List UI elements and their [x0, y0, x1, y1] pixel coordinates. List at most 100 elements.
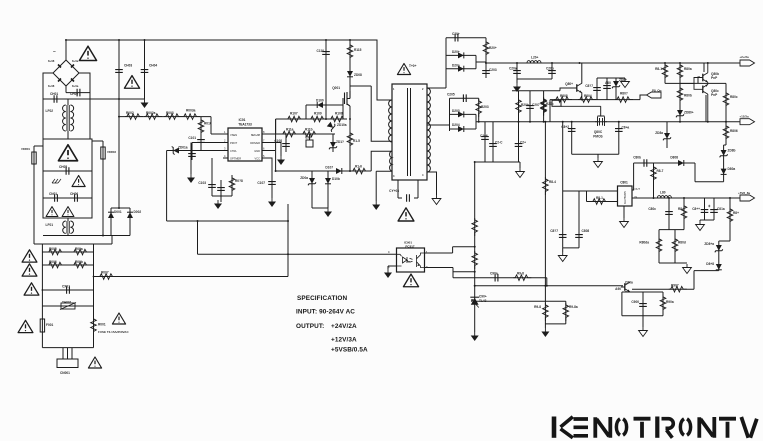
svg-text:R9-8: R9-8	[517, 272, 524, 276]
svg-text:PROT: PROT	[230, 141, 238, 145]
svg-text:CTRL: CTRL	[230, 149, 237, 153]
svg-text:3: 3	[224, 147, 226, 151]
svg-text:CN01: CN01	[49, 192, 57, 196]
svg-text:CH05: CH05	[59, 165, 67, 169]
svg-text:R8-l: R8-l	[678, 207, 684, 211]
svg-text:ZD08: ZD08	[354, 73, 362, 77]
svg-text:PC817: PC817	[405, 244, 415, 248]
svg-text:Q80+: Q80+	[565, 82, 573, 86]
svg-text:C20a: C20a	[509, 67, 517, 71]
svg-text:VDR01: VDR01	[21, 147, 30, 151]
svg-text:IN: IN	[635, 195, 638, 199]
svg-text:PMOS: PMOS	[593, 135, 602, 139]
svg-text:TH001: TH001	[62, 301, 72, 305]
svg-text:C103: C103	[198, 181, 206, 185]
svg-text:R80d: R80d	[678, 241, 686, 245]
svg-text:ZD8b: ZD8b	[728, 149, 736, 153]
svg-text:C801: C801	[620, 181, 628, 185]
svg-text:CH02: CH02	[70, 92, 78, 96]
svg-text:VCC: VCC	[255, 157, 261, 161]
svg-text:GND: GND	[254, 149, 260, 153]
svg-text:3: 3	[393, 174, 395, 178]
svg-text:A90: A90	[615, 287, 621, 291]
svg-text:R00a: R00a	[75, 247, 83, 251]
svg-text:ZD1?: ZD1?	[336, 140, 344, 144]
svg-text:R007: R007	[101, 271, 109, 275]
svg-text:R20b: R20b	[521, 103, 529, 107]
svg-text:R11b: R11b	[305, 128, 313, 132]
svg-text:IC901: IC901	[404, 241, 412, 245]
svg-text:R00b: R00b	[75, 260, 83, 264]
svg-text:ZD8a: ZD8a	[655, 131, 663, 135]
svg-text:C101: C101	[188, 136, 196, 140]
svg-text:R115: R115	[354, 48, 362, 52]
svg-text:D204: D204	[452, 123, 460, 127]
svg-text:R80c: R80c	[730, 95, 738, 99]
svg-text:D8+8: D8+8	[706, 262, 714, 266]
svg-text:Q001: Q001	[332, 86, 340, 90]
svg-text:P8_On: P8_On	[652, 89, 662, 93]
svg-text:C8+a: C8+a	[622, 126, 630, 130]
svg-text:C80b: C80b	[633, 156, 641, 160]
svg-text:R8-1: R8-1	[596, 196, 603, 200]
svg-text:Q80C: Q80C	[594, 130, 603, 134]
svg-text:CY+08: CY+08	[389, 189, 399, 193]
svg-text:T+0+: T+0+	[409, 64, 417, 68]
svg-text:R003: R003	[166, 111, 174, 115]
svg-text:R002: R002	[126, 111, 134, 115]
svg-text:R0?8: R0?8	[235, 179, 243, 183]
svg-text:C808: C808	[582, 229, 590, 233]
svg-text:Q80b: Q80b	[711, 72, 719, 76]
svg-text:PnP: PnP	[711, 93, 718, 97]
svg-text:PnP: PnP	[711, 76, 718, 80]
svg-text:Q90a: Q90a	[625, 281, 633, 285]
svg-text:R002a: R002a	[146, 111, 156, 115]
svg-text:D002: D002	[134, 210, 142, 214]
svg-text:CH01: CH01	[50, 92, 58, 96]
svg-text:4: 4	[422, 173, 424, 177]
svg-text:TEA1733: TEA1733	[238, 123, 252, 127]
svg-text:8+0a: 8+0a	[72, 59, 79, 63]
svg-text:VDR02: VDR02	[107, 150, 116, 154]
svg-text:R907: R907	[671, 284, 679, 288]
svg-text:C900: C900	[631, 300, 639, 304]
svg-text:C203: C203	[489, 68, 497, 72]
svg-text:C207: C207	[532, 103, 540, 107]
svg-text:1: 1	[224, 130, 226, 134]
svg-text:CH04: CH04	[149, 64, 157, 68]
svg-text:DRIVER: DRIVER	[250, 141, 260, 145]
svg-text:D80a: D80a	[728, 167, 736, 171]
svg-text:KA78R05: KA78R05	[623, 191, 627, 204]
svg-text:1: 1	[426, 250, 428, 254]
svg-text:R80da: R80da	[639, 241, 649, 245]
svg-text:D20+: D20+	[452, 50, 460, 54]
svg-text:R20+: R20+	[489, 46, 497, 50]
svg-text:6: 6	[263, 147, 265, 151]
svg-text:OUT: OUT	[635, 187, 641, 191]
svg-text:+5V8_8a: +5V8_8a	[738, 191, 750, 195]
svg-text:C80c: C80c	[648, 207, 656, 211]
svg-text:R006: R006	[49, 260, 57, 264]
svg-text:+5VSB/0.5A: +5VSB/0.5A	[331, 347, 368, 354]
svg-text:R1-6: R1-6	[355, 165, 362, 169]
svg-text:C107: C107	[257, 181, 265, 185]
svg-text:D10b: D10b	[332, 177, 340, 181]
svg-text:CN001: CN001	[60, 371, 70, 375]
svg-text:ZD8+a: ZD8+a	[704, 242, 714, 246]
svg-text:8E8+88: 8E8+88	[251, 133, 261, 137]
svg-text:CX01: CX01	[62, 285, 70, 289]
svg-text:7: 7	[263, 139, 265, 143]
svg-text:C8?7: C8?7	[585, 84, 593, 88]
svg-text:FUSE T3.15A/250VAC: FUSE T3.15A/250VAC	[98, 330, 129, 334]
svg-text:1: 1	[393, 87, 395, 91]
svg-text:C205: C205	[447, 93, 455, 97]
svg-text:2: 2	[426, 265, 428, 269]
svg-text:R804: R804	[584, 94, 592, 98]
svg-text:Q80c: Q80c	[711, 89, 719, 93]
svg-text:OPTMER: OPTMER	[230, 157, 241, 161]
svg-text:R8-4: R8-4	[549, 180, 556, 184]
svg-text:C110: C110	[317, 49, 325, 53]
svg-text:3: 3	[388, 265, 390, 269]
svg-text:ZD10a: ZD10a	[337, 123, 347, 127]
svg-text:4: 4	[388, 250, 390, 254]
